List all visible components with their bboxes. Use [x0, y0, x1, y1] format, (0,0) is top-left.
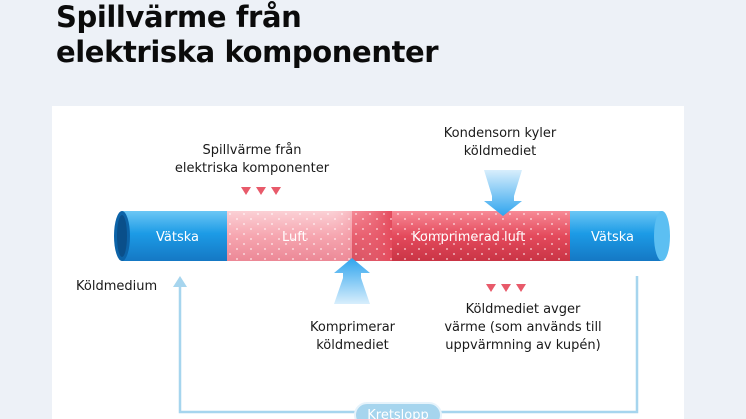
condenser-arrow-icon [484, 170, 522, 216]
title-line-2: elektriska komponenter [56, 35, 439, 69]
heat-triangle-icon [256, 187, 266, 195]
loop-arrow-icon [173, 276, 187, 287]
waste-heat-triangles [241, 187, 281, 195]
heat-triangle-icon [271, 187, 281, 195]
pipe-label-air: Luft [282, 230, 307, 245]
diagram-panel: Vätska Luft Komprimerad luft Vätska Spil… [52, 106, 684, 419]
page-title: Spillvärme från elektriska komponenter [56, 0, 439, 70]
heat-triangle-icon [516, 284, 526, 292]
loop-label: Kretslopp [354, 402, 442, 419]
title-line-1: Spillvärme från [56, 0, 302, 34]
heat-triangle-icon [241, 187, 251, 195]
pipe-label-compressed-air: Komprimerad luft [412, 230, 526, 245]
heat-triangle-icon [501, 284, 511, 292]
pipe-diagram [114, 170, 670, 414]
heat-triangle-icon [486, 284, 496, 292]
pipe-label-liquid-right: Vätska [591, 230, 634, 245]
heat-release-triangles [486, 284, 526, 292]
compress-label: Komprimerar köldmediet [309, 320, 396, 353]
heat-release-label: Köldmediet avger värme (som används till… [444, 302, 602, 353]
refrigerant-label: Köldmedium [76, 279, 158, 294]
compressor-arrow-icon [334, 258, 370, 304]
pipe [114, 211, 670, 261]
pipe-right-end [654, 211, 670, 261]
pipe-label-liquid-left: Vätska [156, 230, 199, 245]
condenser-label: Kondensorn kyler köldmediet [443, 126, 557, 159]
waste-heat-label: Spillvärme från elektriska komponenter [174, 143, 330, 176]
